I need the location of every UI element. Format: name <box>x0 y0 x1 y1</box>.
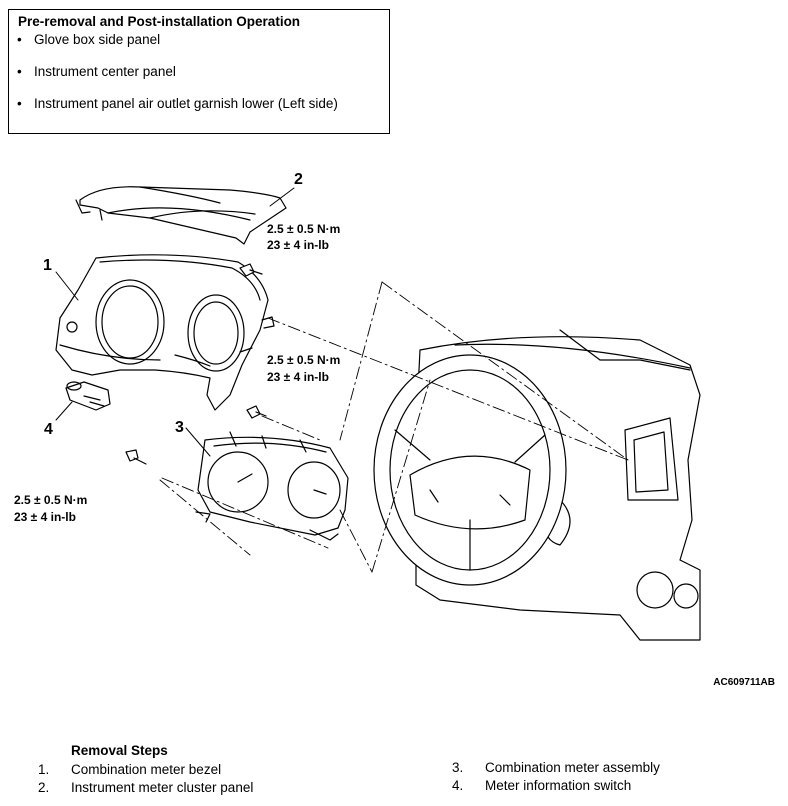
removal-step: 2. Instrument meter cluster panel <box>38 780 358 798</box>
screw-icon <box>125 449 147 465</box>
step-label: Combination meter assembly <box>485 760 660 775</box>
step-label: Meter information switch <box>485 778 632 793</box>
step-number: 1. <box>38 762 50 777</box>
pre-removal-item: • Glove box side panel <box>17 32 160 47</box>
info-switch-drawing <box>65 381 111 411</box>
leader-lines <box>159 281 629 573</box>
pre-removal-item: • Instrument panel air outlet garnish low… <box>17 96 338 111</box>
pre-removal-title: Pre-removal and Post-installation Operat… <box>18 14 301 29</box>
torque-spec-nm: 2.5 ± 0.5 N·m <box>267 353 340 367</box>
torque-spec-inlb: 23 ± 4 in-lb <box>14 510 76 524</box>
removal-steps-title: Removal Steps <box>71 743 168 758</box>
callout-4: 4 <box>44 421 53 438</box>
pre-removal-item-label: Instrument panel air outlet garnish lowe… <box>34 96 338 111</box>
step-number: 4. <box>452 778 464 793</box>
removal-step: 3. Combination meter assembly <box>452 760 772 778</box>
torque-spec-nm: 2.5 ± 0.5 N·m <box>267 222 340 236</box>
torque-spec-inlb: 23 ± 4 in-lb <box>267 370 329 384</box>
callout-2: 2 <box>294 171 303 188</box>
cluster-panel-drawing <box>75 186 287 245</box>
step-number: 3. <box>452 760 464 775</box>
bullet: • <box>17 96 22 111</box>
pre-removal-item: • Instrument center panel <box>17 64 176 79</box>
pre-removal-box: Pre-removal and Post-installation Operat… <box>8 9 390 134</box>
steering-wheel-drawing <box>373 354 567 586</box>
step-number: 2. <box>38 780 50 795</box>
callout-leader <box>55 187 295 457</box>
removal-step: 4. Meter information switch <box>452 778 772 796</box>
callout-3: 3 <box>175 419 184 436</box>
removal-step: 1. Combination meter bezel <box>38 762 358 780</box>
step-label: Instrument meter cluster panel <box>71 780 254 795</box>
meter-bezel-drawing <box>55 254 275 411</box>
bullet: • <box>17 32 22 47</box>
torque-spec-inlb: 23 ± 4 in-lb <box>267 238 329 252</box>
screw-icon <box>246 405 267 419</box>
pre-removal-item-label: Glove box side panel <box>34 32 161 47</box>
bullet: • <box>17 64 22 79</box>
screw-icon <box>239 263 263 277</box>
figure-id: AC609711AB <box>713 677 775 688</box>
torque-spec-nm: 2.5 ± 0.5 N·m <box>14 493 87 507</box>
step-label: Combination meter bezel <box>71 762 222 777</box>
pre-removal-item-label: Instrument center panel <box>34 64 176 79</box>
meter-assembly-drawing <box>195 431 349 541</box>
callout-1: 1 <box>43 257 52 274</box>
